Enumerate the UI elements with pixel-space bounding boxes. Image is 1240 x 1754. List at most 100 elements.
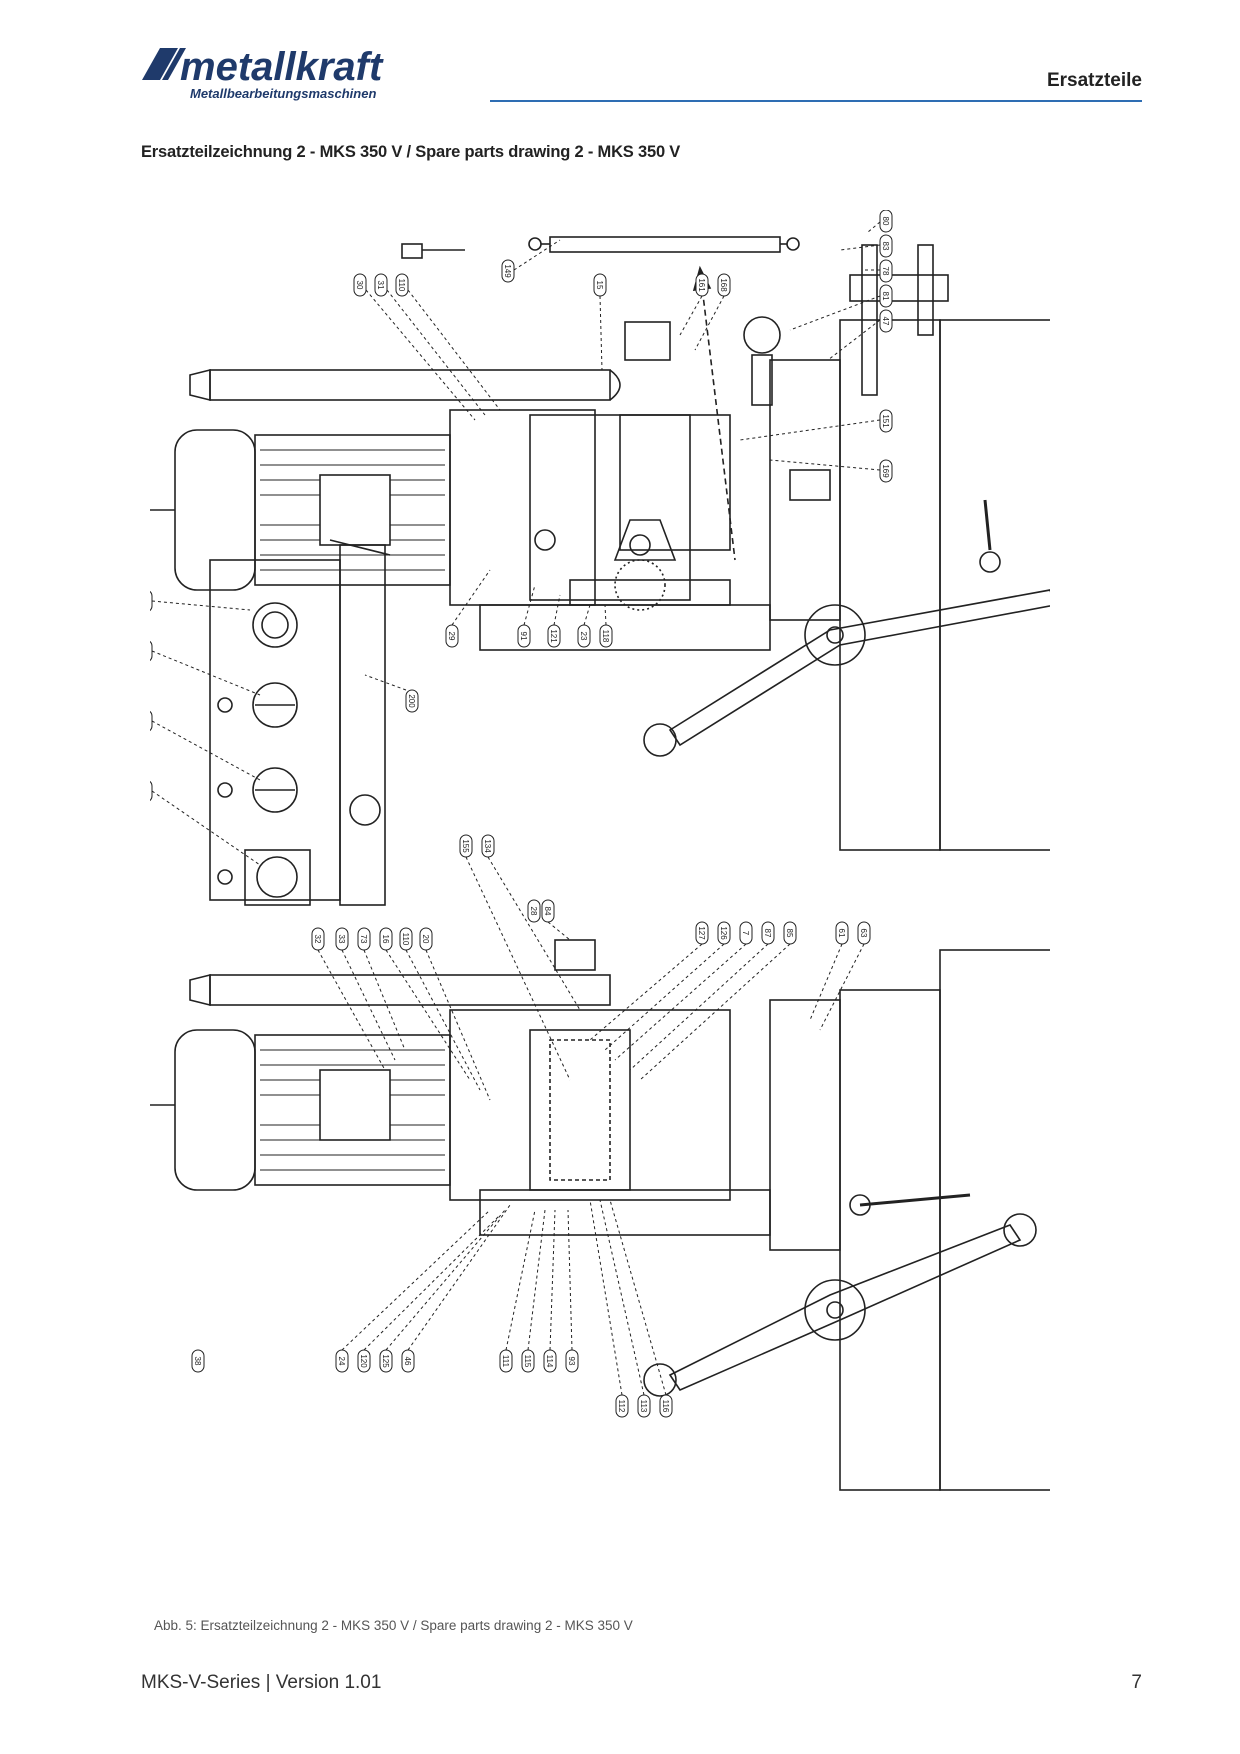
callout-63: 63 (819, 921, 871, 1031)
callout-label: 61 (837, 929, 846, 938)
callout-label: 112 (617, 1400, 626, 1413)
callout-label: 113 (639, 1400, 648, 1413)
callout-126: 126 (604, 921, 731, 1051)
callout-label: 84 (543, 907, 552, 916)
callout-31: 31 (374, 273, 486, 416)
callout-label: 161 (697, 278, 706, 292)
callout-33: 33 (335, 927, 396, 1061)
callout-label: 23 (579, 632, 588, 641)
callout-151: 151 (739, 409, 893, 441)
callout-label: 151 (881, 414, 890, 428)
callout-32: 32 (311, 927, 386, 1071)
callout-label: 93 (567, 1357, 576, 1366)
callout-label: 24 (337, 1357, 346, 1366)
callout-134: 134 (481, 834, 581, 1011)
callout-78: 78 (865, 259, 893, 283)
callout-label: 78 (881, 267, 890, 276)
callout-label: 30 (355, 281, 364, 290)
callout-112: 112 (589, 1199, 629, 1418)
callout-153: 153 (150, 710, 261, 781)
callout-label: 118 (601, 630, 610, 643)
footer-doc-version: MKS-V-Series | Version 1.01 (141, 1672, 382, 1693)
callout-16: 16 (379, 927, 471, 1081)
callout-116: 116 (609, 1199, 673, 1418)
callout-label: 134 (483, 839, 492, 853)
section-view (150, 939, 1050, 1491)
callout-label: 149 (503, 264, 512, 278)
callout-label: 126 (719, 926, 728, 940)
spare-parts-drawing: 149 30 31 110 15 161 168 80 83 78 81 47 … (150, 210, 1050, 1491)
top-view-callouts: 149 30 31 110 15 161 168 80 83 78 81 47 … (150, 210, 893, 866)
callout-83: 83 (839, 234, 893, 258)
callout-111: 111 (499, 1209, 536, 1373)
footer-page-number: 7 (1131, 1672, 1142, 1693)
callout-label: 31 (376, 281, 385, 290)
figure-caption: Abb. 5: Ersatzteilzeichnung 2 - MKS 350 … (154, 1618, 633, 1633)
callout-label: 33 (337, 935, 346, 944)
callout-label: 91 (519, 632, 528, 641)
callout-label: 121 (549, 629, 558, 643)
callout-120: 120 (357, 1214, 501, 1373)
callout-155: 155 (459, 834, 571, 1081)
callout-label: 127 (697, 926, 706, 940)
callout-20: 20 (419, 927, 491, 1101)
callout-7: 7 (614, 921, 753, 1061)
page-heading: Ersatzteilzeichnung 2 - MKS 350 V / Spar… (141, 143, 681, 161)
callout-121: 121 (547, 594, 561, 648)
callout-label: 32 (313, 935, 322, 944)
callout-38: 38 (191, 1349, 205, 1373)
callout-label: 29 (447, 632, 456, 641)
callout-label: 115 (523, 1355, 532, 1368)
callout-label: 116 (661, 1400, 670, 1413)
callout-label: 16 (381, 935, 390, 944)
callout-label: 111 (501, 1355, 510, 1368)
callout-172: 172 (150, 640, 261, 696)
callout-label: 73 (359, 935, 368, 944)
callout-label: 85 (785, 929, 794, 938)
callout-80: 80 (867, 210, 893, 233)
logo-wordmark: metallkraft (180, 46, 384, 89)
metallkraft-logo: metallkraft Metallbearbeitungsmaschinen (142, 46, 384, 101)
callout-127: 127 (589, 921, 709, 1041)
callout-93: 93 (565, 1209, 579, 1373)
callout-label: 125 (381, 1354, 390, 1368)
callout-label: 28 (529, 907, 538, 916)
callout-label: 114 (545, 1355, 554, 1368)
callout-125: 125 (379, 1209, 506, 1373)
section-label: Ersatzteile (1046, 70, 1142, 91)
callout-169: 169 (769, 459, 893, 483)
top-view (150, 236, 1050, 906)
callout-15: 15 (593, 273, 607, 371)
callout-label: 200 (407, 694, 416, 708)
callout-47: 47 (827, 309, 893, 361)
callout-61: 61 (809, 921, 849, 1021)
callout-114: 114 (543, 1209, 557, 1373)
callout-81: 81 (789, 284, 893, 331)
section-view-callouts: 155 134 28 84 32 33 73 16 110 20 127 126… (191, 834, 871, 1418)
callout-label: 168 (719, 278, 728, 292)
callout-74: 74 (150, 780, 261, 866)
callout-label: 110 (401, 933, 410, 946)
callout-label: 87 (763, 929, 772, 938)
header-rule (490, 100, 1142, 102)
callout-110: 110 (399, 927, 481, 1091)
callout-label: 80 (881, 217, 890, 226)
callout-label: 81 (881, 292, 890, 301)
callout-label: 47 (881, 317, 890, 326)
callout-label: 20 (421, 935, 430, 944)
logo-tagline: Metallbearbeitungsmaschinen (190, 86, 376, 101)
callout-label: 120 (359, 1354, 368, 1368)
callout-149: 149 (501, 239, 561, 283)
callout-91: 91 (517, 584, 536, 648)
callout-label: 38 (193, 1357, 202, 1366)
callout-110: 110 (395, 273, 501, 411)
callout-label: 46 (403, 1357, 412, 1366)
callout-30: 30 (353, 273, 476, 421)
callout-152: 152 (150, 590, 251, 612)
callout-73: 73 (357, 927, 406, 1051)
callout-46: 46 (401, 1204, 511, 1373)
callout-115: 115 (521, 1209, 546, 1373)
callout-168: 168 (694, 273, 731, 351)
logo-mark-icon (142, 48, 178, 80)
callout-113: 113 (599, 1199, 651, 1418)
